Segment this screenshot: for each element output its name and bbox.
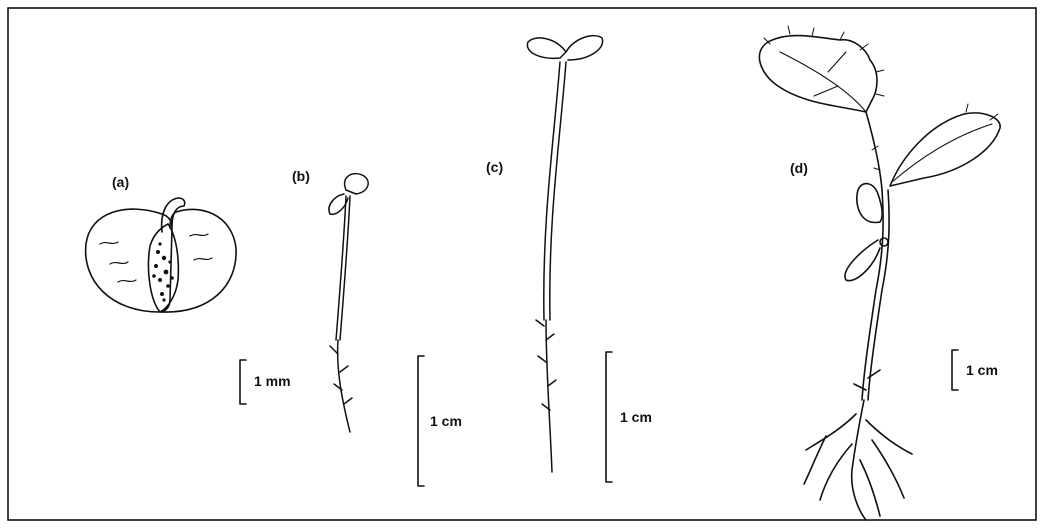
panel-d-hairs [764, 26, 998, 170]
panel-d-label: (d) [790, 160, 808, 176]
scale-bar-1cm-b-label: 1 cm [430, 413, 462, 429]
scale-bar-1cm-d-label: 1 cm [966, 362, 998, 378]
panel-b-seedling-drawing [329, 174, 368, 432]
panel-c-seedling-drawing [527, 36, 602, 472]
figure-frame [8, 8, 1036, 520]
panel-a-label: (a) [112, 174, 129, 190]
scale-bar-1mm-label: 1 mm [254, 373, 291, 389]
scale-bar-1cm-d: 1 cm [952, 350, 998, 390]
scale-bar-1cm-c: 1 cm [606, 352, 652, 482]
scale-bar-1cm-b: 1 cm [418, 356, 462, 486]
scale-bar-1mm: 1 mm [240, 360, 291, 404]
panel-d-plant-drawing [759, 36, 1000, 520]
scale-bar-1cm-c-label: 1 cm [620, 409, 652, 425]
panel-c-label: (c) [486, 159, 503, 175]
panel-b-label: (b) [292, 168, 310, 184]
